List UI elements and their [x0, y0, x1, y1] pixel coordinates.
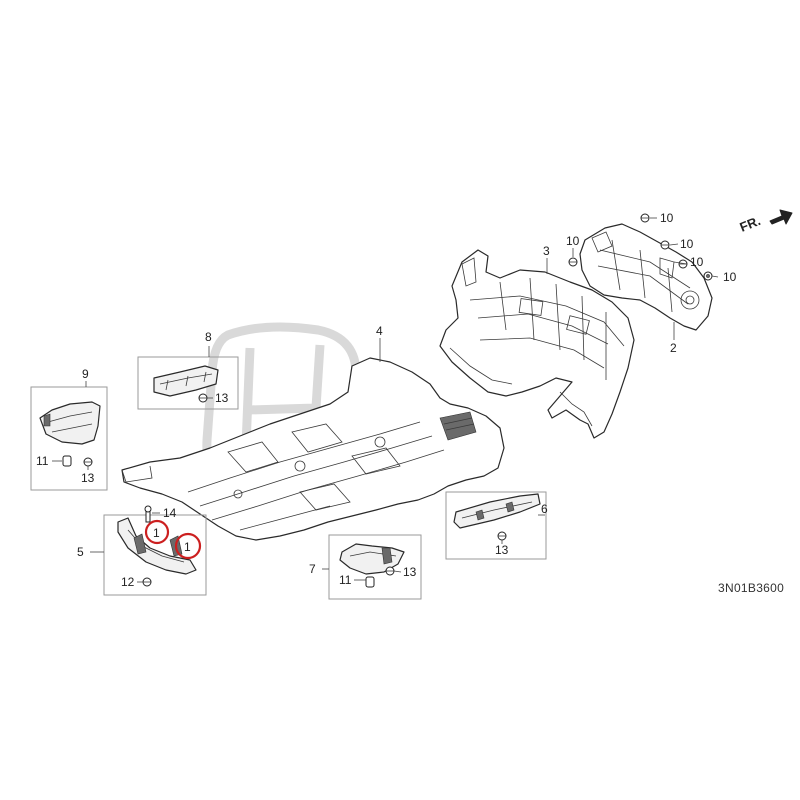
- callout-part-7: 7: [309, 562, 316, 576]
- front-arrow-icon: [769, 209, 793, 225]
- clip-12-icon[interactable]: [142, 577, 152, 587]
- diagram-code: 3N01B3600: [718, 581, 784, 595]
- clip-13-c-icon[interactable]: [497, 531, 507, 541]
- detail-box-9: [30, 386, 108, 491]
- callout-part-13-b: 13: [215, 391, 229, 405]
- callout-part-5: 5: [77, 545, 84, 559]
- callout-part-6: 6: [541, 502, 548, 516]
- floor-carpet[interactable]: [121, 357, 505, 541]
- clip-10-e-icon[interactable]: [703, 271, 713, 281]
- highlight-circle-part-1-b: [174, 532, 202, 560]
- dashboard-insulator-inner[interactable]: [439, 249, 635, 439]
- front-direction-indicator: FR.: [738, 209, 793, 235]
- callout-part-3: 3: [543, 244, 550, 258]
- callout-part-4: 4: [376, 324, 383, 338]
- callout-part-1-a: 1: [153, 526, 160, 540]
- trim-part-8[interactable]: [153, 365, 219, 397]
- clip-11-a-icon[interactable]: [62, 455, 72, 467]
- clip-10-c-icon[interactable]: [660, 240, 670, 250]
- detail-box-8: [137, 356, 239, 410]
- clip-13-d-icon[interactable]: [385, 566, 395, 576]
- callout-part-1-b: 1: [184, 540, 191, 554]
- clip-10-b-icon[interactable]: [568, 257, 578, 267]
- clip-13-b-icon[interactable]: [198, 393, 208, 403]
- callout-part-10-d: 10: [690, 255, 704, 269]
- trim-part-7[interactable]: [339, 543, 405, 575]
- direction-label: FR.: [738, 213, 763, 235]
- callout-part-2: 2: [670, 341, 677, 355]
- detail-box-5: [103, 514, 207, 596]
- callout-part-13-d: 13: [403, 565, 417, 579]
- leader-lines: [52, 217, 719, 583]
- callout-part-9: 9: [82, 367, 89, 381]
- detail-box-6: [445, 491, 547, 560]
- callout-part-10-b: 10: [566, 234, 580, 248]
- clip-10-a-icon[interactable]: [640, 213, 650, 223]
- callout-part-10-e: 10: [723, 270, 737, 284]
- bolt-14-icon[interactable]: [144, 505, 152, 523]
- callout-part-10-a: 10: [660, 211, 674, 225]
- callout-part-11-b: 11: [339, 573, 352, 587]
- callout-part-13-a: 13: [81, 471, 95, 485]
- callout-part-8: 8: [205, 330, 212, 344]
- detail-box-7: [328, 534, 422, 600]
- callout-part-11-a: 11: [36, 454, 49, 468]
- highlight-circle-part-1-a: [144, 519, 170, 545]
- callout-part-13-c: 13: [495, 543, 509, 557]
- clip-13-a-icon[interactable]: [83, 457, 93, 467]
- trim-part-6[interactable]: [453, 493, 541, 529]
- dashboard-insulator-outer[interactable]: [579, 223, 713, 331]
- callout-part-10-c: 10: [680, 237, 694, 251]
- callout-part-14: 14: [163, 506, 177, 520]
- insulator-part-9[interactable]: [39, 401, 101, 445]
- clip-11-b-icon[interactable]: [365, 576, 375, 588]
- callout-part-12: 12: [121, 575, 135, 589]
